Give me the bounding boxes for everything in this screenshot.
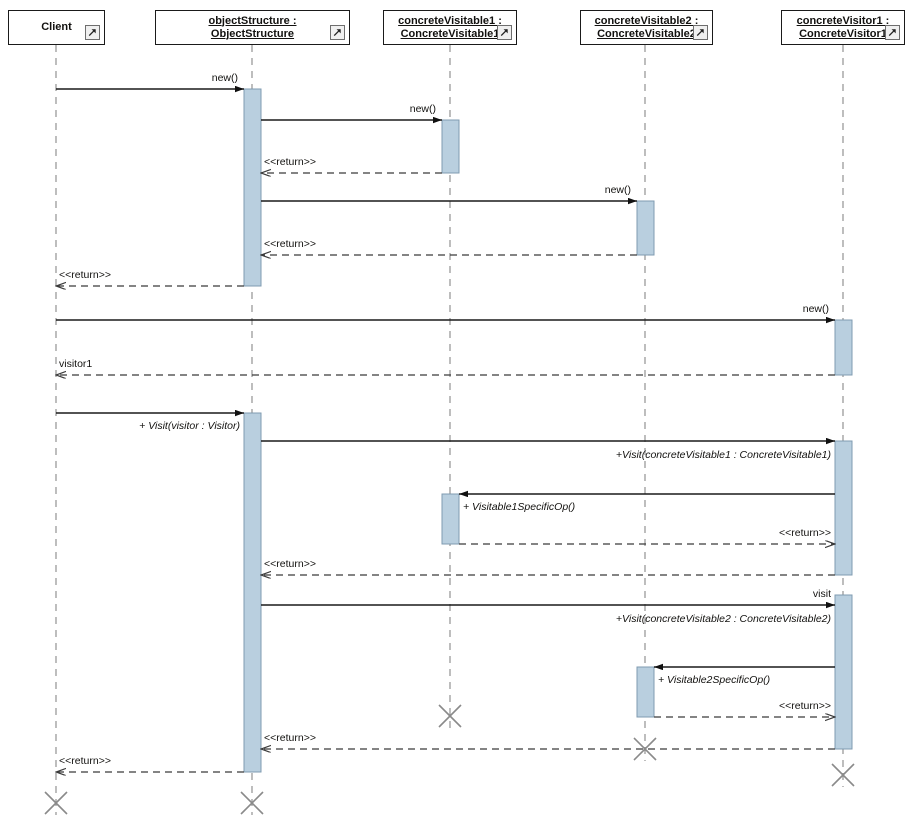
activation-bars-group — [243, 88, 853, 773]
message-label-m18: <<return>> — [264, 732, 316, 744]
lifeline-label-objectStructure: objectStructure :ObjectStructure — [208, 14, 297, 40]
destroy-marker-concreteVisitable1 — [438, 704, 462, 728]
lifeline-label-client: Client — [41, 21, 72, 33]
hyperlink-arrow-icon[interactable] — [497, 25, 512, 40]
message-label-m16: + Visitable2SpecificOp() — [658, 674, 771, 686]
message-label-m10: +Visit(concreteVisitable1 : ConcreteVisi… — [615, 449, 831, 461]
hyperlink-arrow-icon[interactable] — [85, 25, 100, 40]
message-label-m15: +Visit(concreteVisitable2 : ConcreteVisi… — [615, 613, 831, 625]
activation-bar-concreteVisitable1[interactable] — [441, 493, 460, 545]
activation-bar-concreteVisitable1[interactable] — [441, 119, 460, 174]
message-label-m19: <<return>> — [59, 755, 111, 767]
activation-bar-concreteVisitable2[interactable] — [636, 666, 655, 718]
message-label-m11: + Visitable1SpecificOp() — [463, 501, 576, 513]
activation-bar-concreteVisitor1[interactable] — [834, 594, 853, 750]
destroy-markers-group — [44, 704, 855, 815]
lifeline-label-concreteVisitable2: concreteVisitable2 :ConcreteVisitable2 — [594, 14, 699, 40]
activation-bar-concreteVisitor1[interactable] — [834, 319, 853, 376]
message-label-m4: new() — [604, 184, 631, 196]
destroy-marker-concreteVisitor1 — [831, 763, 855, 787]
lifeline-label-concreteVisitor1: concreteVisitor1 :ConcreteVisitor1 — [796, 14, 890, 40]
message-label-m17: <<return>> — [779, 700, 831, 712]
lifeline-header-concreteVisitable2[interactable]: concreteVisitable2 :ConcreteVisitable2 — [580, 10, 713, 45]
destroy-marker-objectStructure — [240, 791, 264, 815]
destroy-marker-concreteVisitable2 — [633, 737, 657, 761]
message-arrows-group — [56, 85, 835, 772]
activation-bar-objectStructure[interactable] — [243, 412, 262, 773]
message-label-m13: <<return>> — [264, 558, 316, 570]
lifeline-header-concreteVisitable1[interactable]: concreteVisitable1 :ConcreteVisitable1 — [383, 10, 517, 45]
destroy-marker-client — [44, 791, 68, 815]
hyperlink-arrow-icon[interactable] — [693, 25, 708, 40]
hyperlink-arrow-icon[interactable] — [885, 25, 900, 40]
message-label-m5: <<return>> — [264, 238, 316, 250]
lifeline-header-objectStructure[interactable]: objectStructure :ObjectStructure — [155, 10, 350, 45]
message-label-m9: + Visit(visitor : Visitor) — [139, 420, 240, 432]
message-label-m7: new() — [802, 303, 829, 315]
message-label-m12: <<return>> — [779, 527, 831, 539]
message-label-m2: new() — [409, 103, 436, 115]
message-label-m6: <<return>> — [59, 269, 111, 281]
message-label-m1: new() — [211, 72, 238, 84]
activation-bar-concreteVisitor1[interactable] — [834, 440, 853, 576]
lifeline-label-concreteVisitable1: concreteVisitable1 :ConcreteVisitable1 — [398, 14, 502, 40]
message-label-m14: visit — [812, 588, 831, 600]
hyperlink-arrow-icon[interactable] — [330, 25, 345, 40]
activation-bar-concreteVisitable2[interactable] — [636, 200, 655, 256]
message-label-m8: visitor1 — [59, 358, 93, 370]
message-label-m3: <<return>> — [264, 156, 316, 168]
lifeline-header-concreteVisitor1[interactable]: concreteVisitor1 :ConcreteVisitor1 — [781, 10, 905, 45]
activation-bar-objectStructure[interactable] — [243, 88, 262, 287]
